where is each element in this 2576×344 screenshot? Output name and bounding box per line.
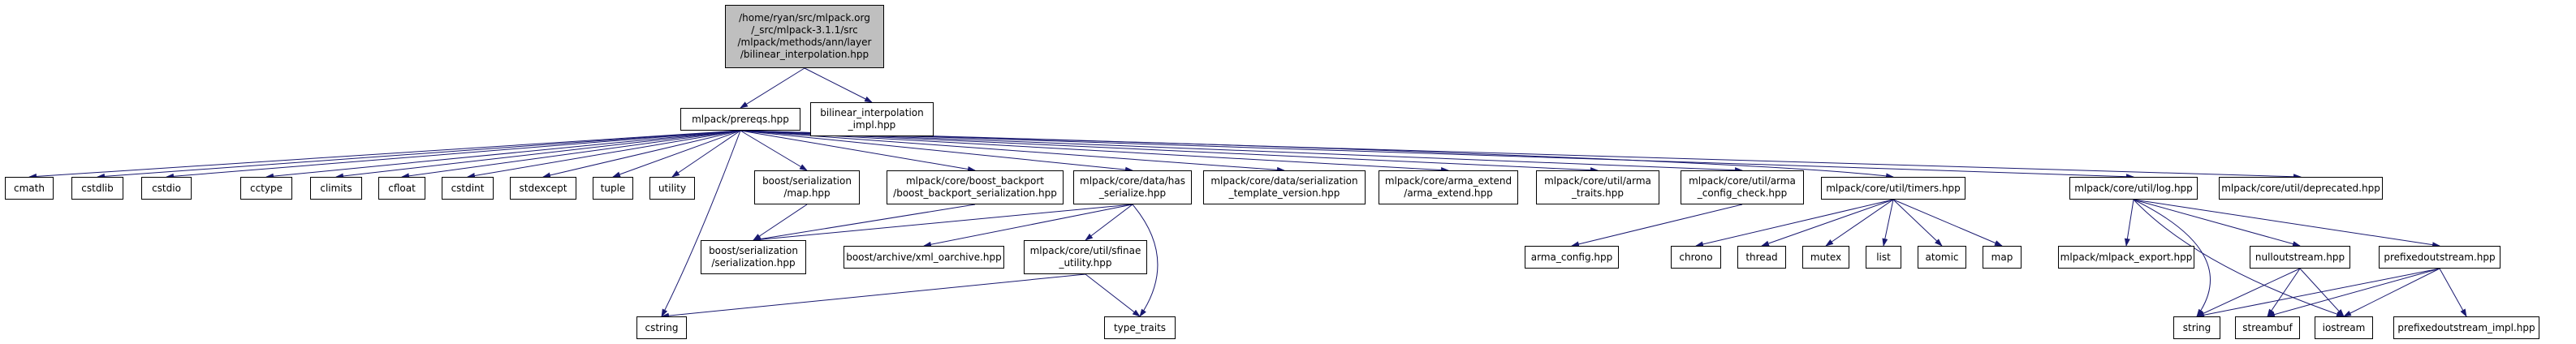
graph-node-prefixedoutstream[interactable]: prefixedoutstream.hpp <box>2379 246 2500 269</box>
edge-log-to-mlpack_export <box>2124 199 2134 247</box>
edge-prereqs-to-climits <box>335 130 741 179</box>
edge-prereqs-to-arma_cfg_check <box>740 130 1743 174</box>
edge-main-to-impl <box>804 67 873 103</box>
graph-node-prereqs[interactable]: mlpack/prereqs.hpp <box>680 108 800 131</box>
graph-node-arma_extend[interactable]: mlpack/core/arma_extend /arma_extend.hpp <box>1379 170 1518 204</box>
graph-node-boost_serialization[interactable]: boost/serialization /serialization.hpp <box>701 240 806 274</box>
graph-node-has_serialize[interactable]: mlpack/core/data/has _serialize.hpp <box>1073 170 1192 204</box>
edge-has_serialize-to-sfinae <box>1085 204 1133 241</box>
graph-node-arma_cfg_check[interactable]: mlpack/core/util/arma _config_check.hpp <box>1681 170 1804 204</box>
edge-sfinae-to-cstring <box>661 273 1086 319</box>
graph-node-utility[interactable]: utility <box>649 177 695 200</box>
edge-has_serialize-to-boost_serialization <box>753 204 1133 243</box>
edge-prereqs-to-cctype <box>265 130 741 179</box>
graph-node-cstring[interactable]: cstring <box>636 316 687 339</box>
graph-node-ser_tmpl_ver[interactable]: mlpack/core/data/serialization _template… <box>1203 170 1366 204</box>
edge-prereqs-to-has_serialize <box>740 130 1133 173</box>
graph-node-boost_backport[interactable]: mlpack/core/boost_backport /boost_backpo… <box>887 170 1064 204</box>
edge-prereqs-to-cstring <box>661 130 741 317</box>
graph-node-sfinae[interactable]: mlpack/core/util/sfinae _utility.hpp <box>1024 240 1147 274</box>
graph-node-streambuf[interactable]: streambuf <box>2235 316 2300 339</box>
graph-node-timers[interactable]: mlpack/core/util/timers.hpp <box>1821 177 1965 200</box>
edge-prereqs-to-cstdlib <box>97 130 741 179</box>
graph-node-thread[interactable]: thread <box>1737 246 1786 269</box>
graph-node-cstdio[interactable]: cstdio <box>141 177 192 200</box>
graph-node-type_traits[interactable]: type_traits <box>1104 316 1176 339</box>
edge-log-to-nulloutstream <box>2133 199 2301 247</box>
graph-node-deprecated[interactable]: mlpack/core/util/deprecated.hpp <box>2219 177 2383 200</box>
graph-node-string[interactable]: string <box>2173 316 2220 339</box>
graph-node-climits[interactable]: climits <box>310 177 362 200</box>
graph-node-cfloat[interactable]: cfloat <box>378 177 425 200</box>
graph-node-arma_config[interactable]: arma_config.hpp <box>1525 246 1619 269</box>
edge-prereqs-to-boost_ser_map <box>740 130 808 171</box>
edge-prefixedoutstream-to-string <box>2196 268 2440 318</box>
edge-boost_ser_map-to-boost_serialization <box>753 204 808 241</box>
graph-node-xml_oarchive[interactable]: boost/archive/xml_oarchive.hpp <box>844 246 1004 269</box>
edge-log-to-prefixedoutstream <box>2133 199 2440 248</box>
edge-timers-to-thread <box>1761 199 1894 247</box>
edge-nulloutstream-to-iostream <box>2299 268 2345 317</box>
graph-node-impl[interactable]: bilinear_interpolation _impl.hpp <box>810 102 934 136</box>
edge-prereqs-to-tuple <box>612 130 741 178</box>
edge-timers-to-map <box>1892 199 2003 247</box>
graph-node-arma_traits[interactable]: mlpack/core/util/arma _traits.hpp <box>1536 170 1659 204</box>
graph-node-mutex[interactable]: mutex <box>1802 246 1849 269</box>
edge-prereqs-to-arma_extend <box>740 130 1449 173</box>
graph-node-tuple[interactable]: tuple <box>593 177 633 200</box>
edge-timers-to-mutex <box>1825 199 1894 247</box>
graph-node-pfx_impl[interactable]: prefixedoutstream_impl.hpp <box>2393 316 2539 339</box>
edge-timers-to-atomic <box>1892 199 1943 247</box>
edge-prefixedoutstream-to-iostream <box>2343 268 2440 317</box>
edge-prereqs-to-cstdint <box>467 130 741 178</box>
graph-node-cmath[interactable]: cmath <box>5 177 54 200</box>
graph-node-map[interactable]: map <box>1983 246 2022 269</box>
edge-sfinae-to-type_traits <box>1085 273 1141 317</box>
edge-timers-to-list <box>1882 199 1894 247</box>
edge-boost_backport-to-boost_serialization <box>753 204 976 243</box>
graph-node-chrono[interactable]: chrono <box>1671 246 1721 269</box>
graph-node-iostream[interactable]: iostream <box>2315 316 2373 339</box>
graph-node-list[interactable]: list <box>1866 246 1901 269</box>
graph-node-cstdint[interactable]: cstdint <box>442 177 494 200</box>
edge-prereqs-to-arma_traits <box>740 130 1599 174</box>
edge-prereqs-to-boost_backport <box>740 130 976 172</box>
edge-timers-to-chrono <box>1695 199 1894 247</box>
edge-prereqs-to-utility <box>671 130 741 178</box>
graph-node-log[interactable]: mlpack/core/util/log.hpp <box>2069 177 2198 200</box>
graph-node-boost_ser_map[interactable]: boost/serialization /map.hpp <box>754 170 860 204</box>
edge-prefixedoutstream-to-streambuf <box>2267 268 2440 317</box>
graph-node-atomic[interactable]: atomic <box>1918 246 1966 269</box>
edge-main-to-prereqs <box>740 67 805 109</box>
graph-node-mlpack_export[interactable]: mlpack/mlpack_export.hpp <box>2058 246 2194 269</box>
edge-nulloutstream-to-streambuf <box>2267 268 2301 317</box>
graph-node-cstdlib[interactable]: cstdlib <box>71 177 123 200</box>
edge-prereqs-to-ser_tmpl_ver <box>740 130 1285 173</box>
graph-node-cctype[interactable]: cctype <box>240 177 292 200</box>
edge-prereqs-to-cfloat <box>401 130 741 179</box>
edge-prereqs-to-stdexcept <box>542 130 741 178</box>
edge-prefixedoutstream-to-pfx_impl <box>2439 268 2467 317</box>
edge-nulloutstream-to-string <box>2196 268 2301 317</box>
graph-node-main[interactable]: /home/ryan/src/mlpack.org /_src/mlpack-3… <box>725 5 884 68</box>
edge-arma_cfg_check-to-arma_config <box>1571 204 1743 247</box>
edge-prereqs-to-cmath <box>28 130 741 179</box>
edge-prereqs-to-cstdio <box>166 130 741 179</box>
graph-node-stdexcept[interactable]: stdexcept <box>510 177 576 200</box>
graph-node-nulloutstream[interactable]: nulloutstream.hpp <box>2250 246 2350 269</box>
